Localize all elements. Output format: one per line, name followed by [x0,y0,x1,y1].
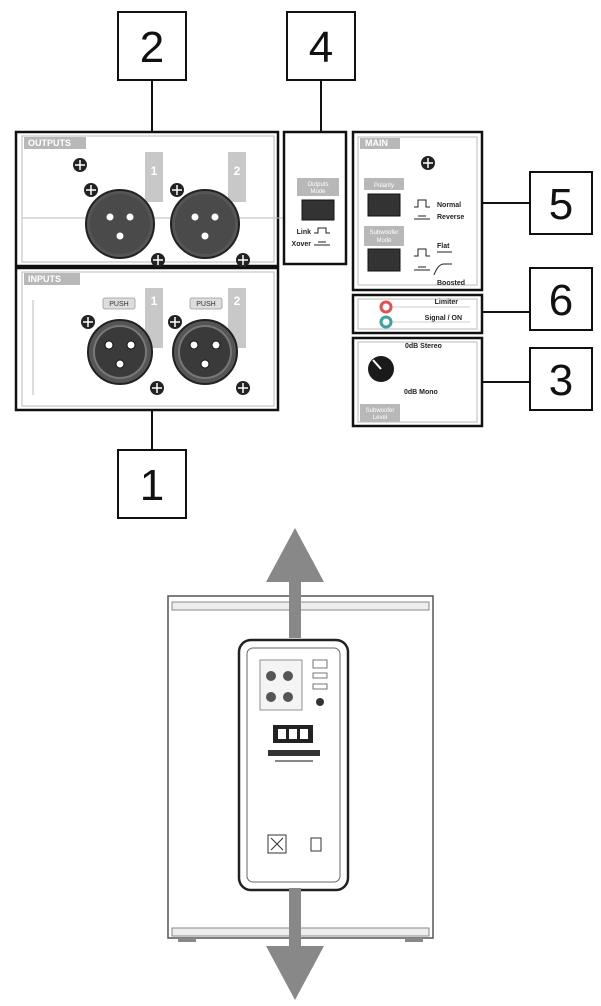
outputs-title: OUTPUTS [28,138,71,148]
limiter-label: Limiter [435,299,459,306]
sub-mode-label-2: Mode [376,238,392,244]
outputs-mode-label-2: Mode [310,189,326,195]
inputs-title: INPUTS [28,274,61,284]
reverse-symbol-icon [414,215,430,220]
callout-1: 1 [117,449,187,519]
inputs-title-tab [24,273,80,285]
flat-label: Flat [437,243,450,250]
outputs-panel: OUTPUTS 1 2 [14,130,300,268]
mini-output-xlr-2-icon [283,671,293,681]
screw-icon [421,156,435,170]
output-xlr-2-connector[interactable] [170,189,240,259]
screw-icon [168,315,182,329]
link-symbol-icon [314,227,330,234]
callout-4: 4 [286,11,356,81]
boosted-curve-icon [433,263,452,276]
screw-icon [170,183,184,197]
up-arrow-icon [266,528,324,638]
inputs-panel: INPUTS 1 2 PUSH PUSH [14,266,280,412]
callout-5: 5 [529,171,593,235]
callout-6-number: 6 [549,276,573,325]
polarity-switch[interactable] [367,193,401,217]
output-ch2-tab [228,152,246,202]
callout-2-number: 2 [140,23,164,72]
led-indicator-panel: Limiter Signal / ON [351,293,484,335]
sub-mode-label-bg [364,226,404,246]
link-label: Link [297,229,311,236]
sub-mode-switch[interactable] [367,248,401,272]
signal-on-label: Signal / ON [425,315,462,322]
screw-icon [84,183,98,197]
callout-1-number: 1 [140,461,164,510]
output-ch1-tab [145,152,163,202]
normal-label: Normal [437,202,461,209]
polarity-label: Polarity [374,183,394,189]
input-ch1-tab [145,288,163,348]
input-xlr-1-connector[interactable] [87,319,153,385]
screw-icon [236,381,250,395]
outputs-mode-panel: Outputs Mode Link Xover [282,130,348,266]
mini-input-xlr-2-icon [283,692,293,702]
input-1-push-label: PUSH [109,301,128,308]
screw-icon [150,381,164,395]
sub-mode-label-1: Subwoofer [370,230,399,236]
down-arrow-icon [266,888,324,1000]
output-ch1-number: 1 [151,164,158,178]
callout-6: 6 [529,267,593,331]
output-ch2-number: 2 [234,164,241,178]
xover-label: Xover [292,241,312,248]
mini-level-knob-icon [316,698,324,706]
mono-label: 0dB Mono [404,389,438,396]
level-label-1: Subwoofer [366,408,395,414]
callout-4-number: 4 [309,23,333,72]
power-switch-icon [310,837,322,852]
callout-5-number: 5 [549,180,573,229]
outputs-mode-label-1: Outputs [307,182,328,188]
main-panel: MAIN Polarity Normal Reverse Subwoofer M… [351,130,484,292]
callout-3-number: 3 [549,356,573,405]
flat-symbol-icon [414,248,430,257]
input-ch2-number: 2 [234,294,241,308]
boosted-symbol-icon [414,266,430,271]
outputs-title-tab [24,137,86,149]
xover-symbol-icon [314,241,330,246]
input-ch1-number: 1 [151,294,158,308]
mini-output-xlr-1-icon [266,671,276,681]
signal-led-icon [379,315,393,329]
screw-icon [151,253,165,267]
polarity-label-bg [364,178,404,190]
subwoofer-level-knob[interactable] [368,356,394,382]
brand-logo-icon [268,750,320,756]
reverse-label: Reverse [437,214,464,221]
input-ch2-tab [228,288,246,348]
level-label-bg [360,404,400,422]
input-xlr-2-connector[interactable] [172,319,238,385]
normal-symbol-icon [414,199,430,208]
callout-2: 2 [117,11,187,81]
outputs-mode-label-bg [297,178,339,196]
main-title: MAIN [365,138,388,148]
mini-input-xlr-1-icon [266,692,276,702]
limiter-led-icon [379,300,393,314]
screw-icon [81,315,95,329]
input-2-push-label: PUSH [196,301,215,308]
main-title-tab [360,138,400,149]
screw-icon [236,253,250,267]
subwoofer-level-panel: 0dB Stereo 0dB Mono Subwoofer Level [351,336,484,428]
outputs-mode-switch[interactable] [301,199,335,221]
output-xlr-1-connector[interactable] [85,189,155,259]
callout-3: 3 [529,347,593,411]
screw-icon [73,158,87,172]
boosted-label: Boosted [437,280,465,287]
stereo-label: 0dB Stereo [405,343,442,350]
level-label-2: Level [373,415,387,421]
